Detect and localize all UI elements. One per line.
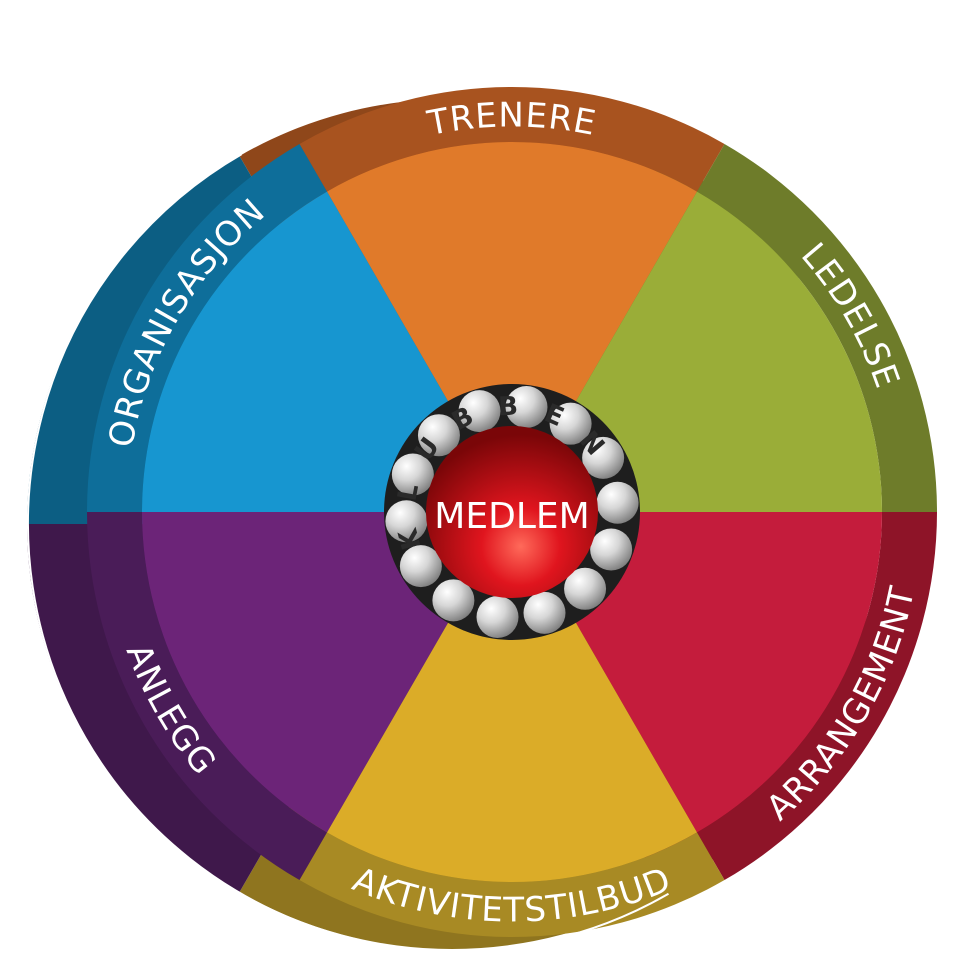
ring-letter: L bbox=[393, 482, 426, 504]
rim-arrangement bbox=[697, 512, 937, 881]
bead bbox=[391, 453, 434, 496]
bead bbox=[399, 545, 442, 588]
bead bbox=[476, 596, 519, 639]
bead bbox=[582, 436, 625, 479]
rim-ledelse bbox=[697, 143, 937, 512]
bead bbox=[385, 500, 428, 543]
wheel-rim bbox=[27, 86, 937, 952]
rim-aktivitetstilbud bbox=[299, 832, 725, 937]
rim-organisasjon bbox=[87, 143, 327, 512]
bead bbox=[432, 579, 475, 622]
bead bbox=[564, 567, 607, 610]
rim-anlegg bbox=[87, 512, 327, 881]
ring-letter: B bbox=[498, 392, 519, 423]
center-ball bbox=[426, 426, 598, 598]
bead bbox=[417, 414, 460, 457]
bead bbox=[596, 481, 639, 524]
slice-aktivitetstilbud bbox=[327, 621, 697, 882]
slice-organisasjon bbox=[142, 191, 449, 512]
bead bbox=[458, 390, 501, 433]
bead bbox=[505, 385, 548, 428]
slice-arrangement bbox=[575, 512, 882, 833]
rim-trenere bbox=[299, 86, 725, 192]
wheel-slices bbox=[142, 141, 882, 882]
slice-anlegg bbox=[142, 512, 449, 833]
slice-trenere bbox=[327, 141, 697, 403]
bead bbox=[590, 528, 633, 571]
edge-highlight bbox=[27, 153, 669, 952]
bead bbox=[523, 591, 566, 634]
slice-ledelse bbox=[575, 191, 882, 512]
bead bbox=[549, 402, 592, 445]
center-label: MEDLEM bbox=[434, 496, 589, 537]
